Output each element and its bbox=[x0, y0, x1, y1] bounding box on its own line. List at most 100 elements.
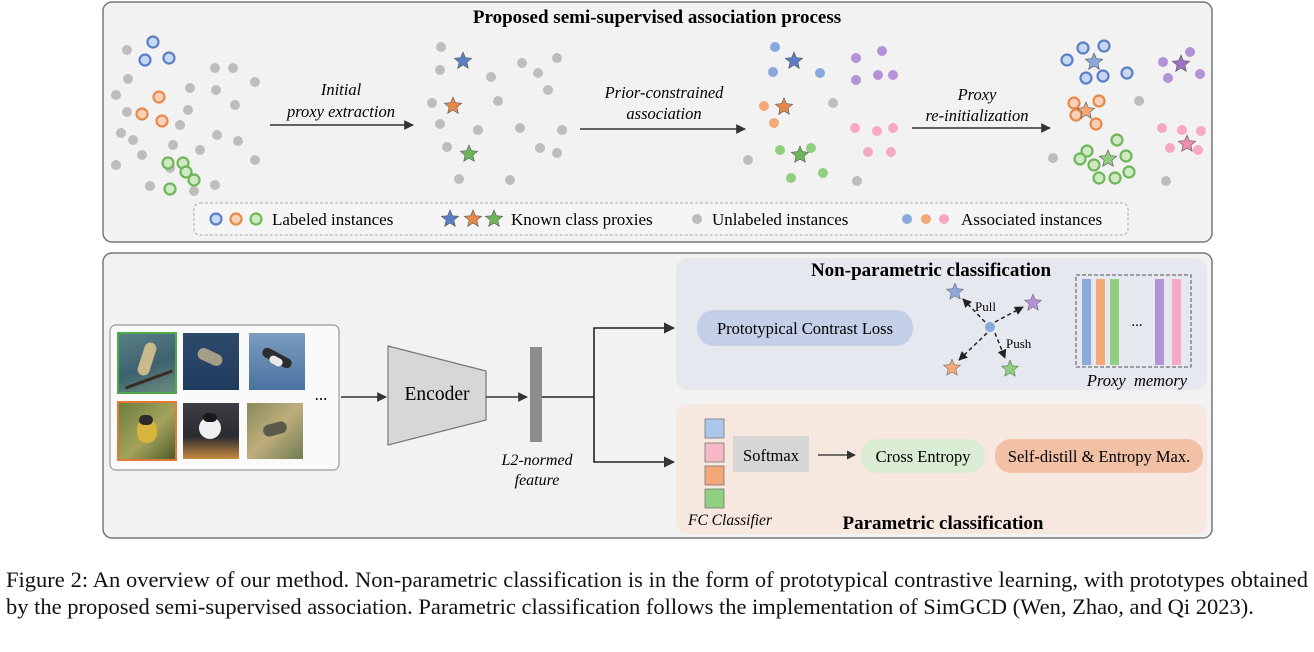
legend-labeled-text: Labeled instances bbox=[272, 210, 393, 229]
associated-instance-orange bbox=[769, 118, 779, 128]
unlabeled-instance-dot bbox=[230, 100, 240, 110]
unlabeled-instance-dot bbox=[533, 68, 543, 78]
push-star-purple bbox=[1023, 293, 1043, 311]
method-overview-diagram: Proposed semi-supervised association pro… bbox=[102, 1, 1213, 539]
legend-proxies-text: Known class proxies bbox=[511, 210, 653, 229]
top-panel-title: Proposed semi-supervised association pro… bbox=[473, 7, 841, 28]
legend-associated-dot bbox=[902, 214, 912, 224]
associated-instance-purple bbox=[877, 46, 887, 56]
legend-labeled-dot bbox=[229, 212, 243, 226]
step3-label-line2: re-initialization bbox=[926, 106, 1029, 125]
unlabeled-instance-dot bbox=[185, 83, 195, 93]
bird-image-1 bbox=[117, 332, 177, 394]
labeled-instance-orange bbox=[1067, 96, 1081, 110]
legend-proxy-star bbox=[463, 209, 483, 227]
unlabeled-instance-dot bbox=[195, 145, 205, 155]
self-distill-label: Self-distill & Entropy Max. bbox=[1008, 447, 1190, 466]
unlabeled-instance-dot bbox=[543, 85, 553, 95]
known-proxy-star-green bbox=[459, 144, 479, 162]
known-proxy-star-green bbox=[790, 145, 810, 163]
legend-associated-dot bbox=[939, 214, 949, 224]
labeled-instance-green bbox=[187, 173, 201, 187]
associated-instance-pink bbox=[886, 147, 896, 157]
unlabeled-instance-dot bbox=[137, 150, 147, 160]
unlabeled-instance-dot bbox=[189, 186, 199, 196]
softmax-box bbox=[733, 436, 809, 472]
top-panel bbox=[102, 1, 1213, 243]
bird-image-3 bbox=[249, 333, 305, 390]
associated-instance-blue bbox=[768, 67, 778, 77]
associated-instance-green bbox=[806, 143, 816, 153]
unlabeled-instance-dot bbox=[250, 155, 260, 165]
labeled-instance-green bbox=[1119, 149, 1133, 163]
softmax-label: Softmax bbox=[743, 446, 800, 465]
unlabeled-instance-dot bbox=[435, 119, 445, 129]
proxy-star-purple bbox=[1171, 54, 1191, 72]
nonparam-title: Non-parametric classification bbox=[811, 260, 1052, 281]
unlabeled-instance-dot bbox=[442, 142, 452, 152]
associated-instance-pink bbox=[1177, 125, 1187, 135]
proto-loss-label: Prototypical Contrast Loss bbox=[717, 319, 893, 338]
proxy-star-green bbox=[1098, 149, 1118, 167]
labeled-instance-blue bbox=[1096, 69, 1110, 83]
unlabeled-instance-dot bbox=[486, 72, 496, 82]
figure-caption: Figure 2: An overview of our method. Non… bbox=[6, 567, 1308, 619]
known-proxy-star-blue bbox=[784, 51, 804, 69]
labeled-instance-orange bbox=[135, 107, 149, 121]
unlabeled-instance-dot bbox=[435, 65, 445, 75]
feature-label-line1: L2-normed bbox=[500, 452, 573, 469]
associated-instance-purple bbox=[1158, 57, 1168, 67]
unlabeled-instance-dot bbox=[552, 148, 562, 158]
unlabeled-instance-dot bbox=[210, 63, 220, 73]
proxy-memory-bar bbox=[1082, 279, 1091, 365]
unlabeled-instance-dot bbox=[122, 107, 132, 117]
fc-classifier-square bbox=[704, 465, 725, 486]
associated-instance-pink bbox=[872, 126, 882, 136]
unlabeled-instance-dot bbox=[145, 181, 155, 191]
proxy-memory-bar bbox=[1155, 279, 1164, 365]
pull-label: Pull bbox=[975, 299, 996, 314]
unlabeled-instance-dot bbox=[743, 155, 753, 165]
unlabeled-instance-dot bbox=[210, 180, 220, 190]
associated-instance-pink bbox=[1157, 123, 1167, 133]
scatter-groups bbox=[111, 35, 1206, 196]
labeled-instance-blue bbox=[138, 53, 152, 67]
associated-instance-blue bbox=[770, 42, 780, 52]
step2-label-line2: association bbox=[626, 104, 701, 123]
fc-classifier-square bbox=[704, 488, 725, 509]
associated-instance-purple bbox=[851, 53, 861, 63]
labeled-instance-orange bbox=[152, 90, 166, 104]
associated-instance-pink bbox=[1165, 143, 1175, 153]
associated-instance-pink bbox=[1193, 145, 1203, 155]
associated-instance-orange bbox=[759, 101, 769, 111]
associated-instance-pink bbox=[850, 123, 860, 133]
labeled-instance-blue bbox=[162, 51, 176, 65]
unlabeled-instance-dot bbox=[427, 98, 437, 108]
legend-unlabeled-text: Unlabeled instances bbox=[712, 210, 848, 229]
labeled-instance-orange bbox=[1089, 117, 1103, 131]
unlabeled-instance-dot bbox=[828, 98, 838, 108]
unlabeled-instance-dot bbox=[535, 143, 545, 153]
known-proxy-star-orange bbox=[443, 96, 463, 114]
associated-instance-pink bbox=[863, 147, 873, 157]
legend-labeled-dot bbox=[209, 212, 223, 226]
labeled-instance-blue bbox=[1076, 41, 1090, 55]
proxy-memory-bar bbox=[1096, 279, 1105, 365]
unlabeled-instance-dot bbox=[211, 85, 221, 95]
unlabeled-instance-dot bbox=[250, 77, 260, 87]
unlabeled-instance-dot bbox=[183, 105, 193, 115]
feature-branch-connector bbox=[542, 322, 676, 398]
step2-label-line1: Prior-constrained bbox=[604, 83, 725, 102]
legend-unlabeled-dot bbox=[692, 214, 702, 224]
labeled-instance-blue bbox=[1097, 39, 1111, 53]
labeled-instance-green bbox=[1080, 144, 1094, 158]
proxy-memory-label: Proxy memory bbox=[1086, 371, 1188, 390]
labeled-instance-orange bbox=[155, 114, 169, 128]
associated-instance-purple bbox=[1185, 47, 1195, 57]
legend-proxy-star bbox=[440, 209, 460, 227]
pull-push-diagram bbox=[942, 282, 1043, 377]
unlabeled-instance-dot bbox=[515, 123, 525, 133]
feature-branch-lower bbox=[593, 397, 676, 468]
unlabeled-instance-dot bbox=[852, 176, 862, 186]
encoder-block bbox=[387, 345, 487, 446]
